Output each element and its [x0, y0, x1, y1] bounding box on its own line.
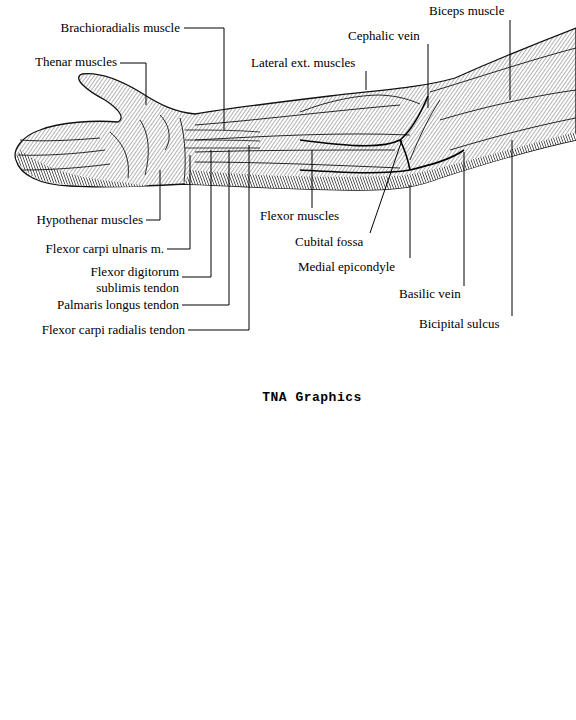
part-label: Flexor carpi radialis tendon [41, 322, 186, 338]
hand-shading [16, 150, 150, 187]
part-label: Lateral ext. muscles [250, 55, 356, 71]
part-label: Basilic vein [398, 286, 462, 302]
arm-shading [185, 132, 576, 190]
part-label: Flexor carpi ulnaris m. [45, 241, 165, 257]
part-label: Cephalic vein [347, 28, 421, 44]
part-label: Brachioradialis muscle [60, 20, 182, 36]
muscle-contours [195, 48, 576, 168]
part-label: Hypothenar muscles [35, 212, 144, 228]
part-label: Palmaris longus tendon [56, 297, 180, 313]
watermark: TNA Graphics [261, 390, 363, 406]
part-label: Biceps muscle [428, 3, 505, 19]
part-label: Thenar muscles [34, 54, 118, 70]
part-label: Flexor muscles [259, 208, 340, 224]
part-label: Cubital fossa [294, 234, 364, 250]
arm-outline [15, 28, 576, 190]
part-label: Bicipital sulcus [418, 316, 501, 332]
part-label: Flexor digitorum sublimis tendon [56, 264, 180, 296]
veins [300, 96, 464, 173]
part-label: Medial epicondyle [297, 259, 396, 275]
